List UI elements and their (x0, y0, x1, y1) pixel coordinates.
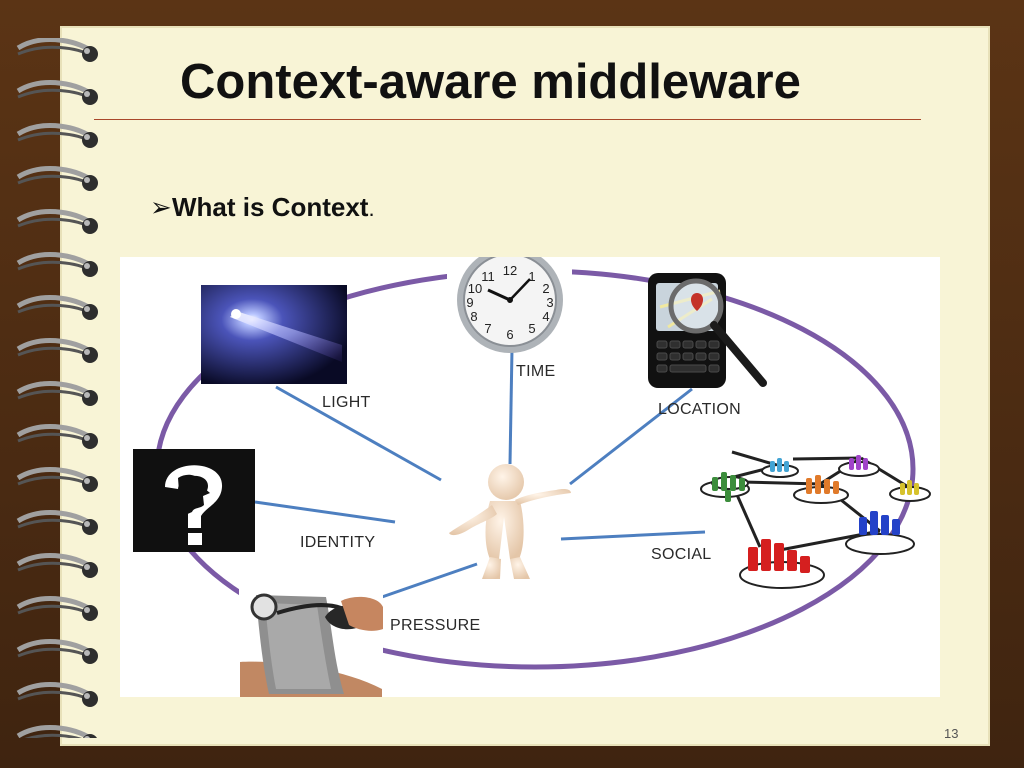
label-social: SOCIAL (651, 546, 712, 563)
spoke-social (560, 530, 706, 541)
svg-text:5: 5 (528, 321, 535, 336)
spiral-binding (16, 38, 98, 738)
label-light: LIGHT (322, 394, 371, 411)
svg-text:10: 10 (468, 281, 482, 296)
blood-pressure-image (239, 583, 383, 697)
svg-text:11: 11 (481, 269, 495, 284)
identity-question-image (133, 449, 255, 552)
label-identity: IDENTITY (300, 534, 376, 551)
light-beam-image (201, 285, 347, 384)
label-location: LOCATION (658, 401, 742, 418)
clock-icon: 12 1 2 3 4 5 6 7 8 9 10 11 (447, 257, 572, 353)
bullet-arrow-icon: ➢ (150, 192, 172, 222)
svg-text:6: 6 (506, 327, 513, 342)
bullet-punctuation: . (368, 196, 375, 221)
svg-text:8: 8 (470, 309, 477, 324)
label-time: TIME (516, 363, 556, 380)
svg-text:12: 12 (503, 263, 517, 278)
svg-text:4: 4 (542, 309, 549, 324)
spoke-identity (254, 500, 396, 524)
smartphone-map-icon (648, 273, 767, 388)
context-diagram: 12 1 2 3 4 5 6 7 8 9 10 11 (120, 257, 940, 697)
svg-text:7: 7 (484, 321, 491, 336)
bullet-text: What is Context (172, 192, 369, 222)
label-pressure: PRESSURE (390, 617, 481, 634)
svg-text:1: 1 (528, 269, 535, 284)
spoke-time (508, 348, 514, 465)
svg-text:9: 9 (466, 295, 473, 310)
svg-text:2: 2 (542, 281, 549, 296)
svg-text:3: 3 (546, 295, 553, 310)
spoke-location (569, 387, 693, 486)
diagram-canvas: 12 1 2 3 4 5 6 7 8 9 10 11 (133, 257, 931, 697)
bullet-item: ➢What is Context. (150, 192, 375, 222)
spiral-rings (16, 38, 98, 738)
slide-title: Context-aware middleware (180, 55, 801, 109)
spokes (254, 348, 706, 608)
social-network-image (700, 450, 931, 589)
spoke-light (275, 385, 442, 482)
page-number: 13 (944, 726, 959, 741)
title-divider (94, 119, 921, 120)
person-figure (449, 464, 571, 579)
